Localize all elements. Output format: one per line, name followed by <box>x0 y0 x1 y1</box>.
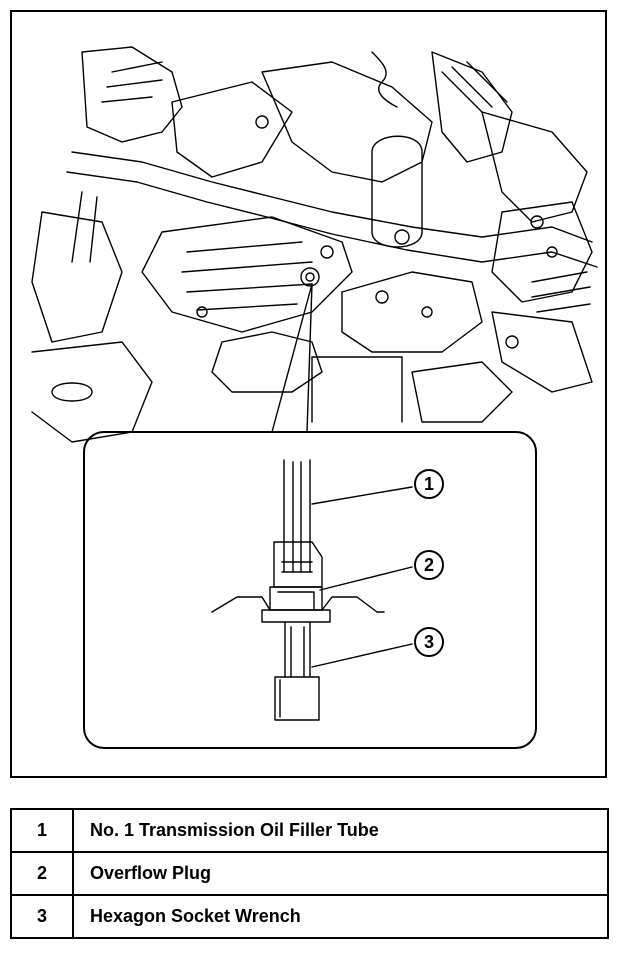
legend-table: 1 No. 1 Transmission Oil Filler Tube 2 O… <box>10 808 609 939</box>
legend-number: 2 <box>10 851 74 896</box>
legend-label: Hexagon Socket Wrench <box>72 894 609 939</box>
legend-row: 3 Hexagon Socket Wrench <box>10 894 609 939</box>
diagram-frame: 1 2 3 <box>10 10 607 778</box>
legend-number: 1 <box>10 808 74 853</box>
legend-number: 3 <box>10 894 74 939</box>
legend-row: 1 No. 1 Transmission Oil Filler Tube <box>10 808 609 853</box>
legend-label: No. 1 Transmission Oil Filler Tube <box>72 808 609 853</box>
leader-line-right <box>306 283 313 433</box>
undercarriage-drawing <box>31 46 598 443</box>
callout-1-label: 1 <box>424 474 434 494</box>
callout-2: 2 <box>414 550 444 580</box>
callout-3-label: 3 <box>424 632 434 652</box>
callout-1: 1 <box>414 469 444 499</box>
leader-line-left <box>271 283 313 433</box>
callout-2-label: 2 <box>424 555 434 575</box>
legend-label: Overflow Plug <box>72 851 609 896</box>
callout-3: 3 <box>414 627 444 657</box>
legend-row: 2 Overflow Plug <box>10 851 609 896</box>
detail-inset <box>83 431 537 749</box>
undercarriage-illustration: 1 2 3 <box>31 46 598 749</box>
